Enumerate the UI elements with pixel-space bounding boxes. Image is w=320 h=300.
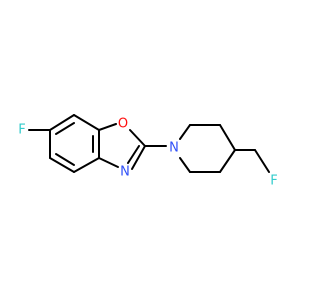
bond-c4-c5-inner <box>55 153 75 166</box>
molecule-diagram: F O N N F <box>18 114 278 189</box>
bond-c4-bottom-right <box>219 149 236 173</box>
bond-c3a-c4 <box>73 157 100 173</box>
bond-n-c2-double <box>127 145 140 164</box>
bond-n-c2 <box>131 145 146 170</box>
atom-labels: F O N N F <box>18 117 277 189</box>
bond-top-right-c4 <box>219 124 236 151</box>
bond-c7a-o <box>98 123 117 131</box>
atom-oxygen: O <box>118 117 128 132</box>
bond-o-c2 <box>129 129 146 147</box>
atom-fluorine-methyl: F <box>270 174 277 189</box>
atom-nitrogen-oxazole: N <box>120 165 130 180</box>
atom-nitrogen-piperidine: N <box>169 141 179 156</box>
bond-lines <box>28 114 270 173</box>
bond-c6-c7-inner <box>55 122 75 135</box>
bond-c4-c5 <box>49 157 75 173</box>
bond-ch2-f <box>254 149 270 173</box>
bond-npip-c-top-left <box>179 124 191 140</box>
atom-fluorine-ring: F <box>18 123 25 138</box>
bond-c7-c7a <box>73 114 100 131</box>
bond-c6-c7 <box>49 114 75 131</box>
bond-bottom-left-npip <box>179 157 191 173</box>
bond-c3a-n <box>98 157 119 168</box>
